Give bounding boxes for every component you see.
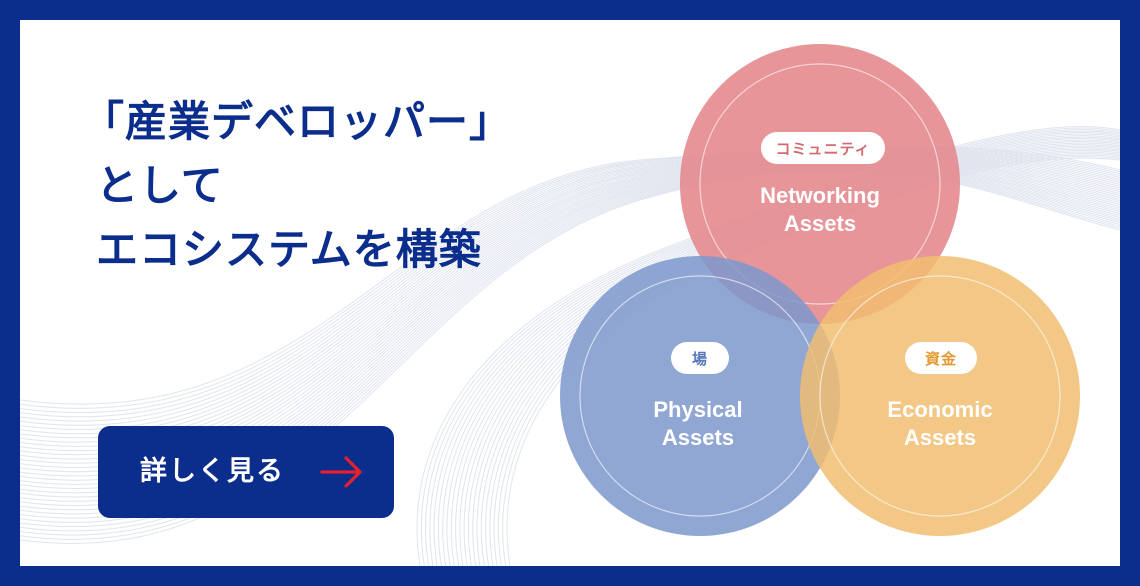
assets-venn-diagram: [560, 44, 1080, 536]
headline-line-1: 「産業デベロッパー」: [82, 97, 513, 146]
details-button-label: 詳しく見る: [140, 456, 285, 487]
wave-line: [20, 154, 1120, 452]
headline: 「産業デベロッパー」 として エコシステムを構築: [82, 90, 512, 282]
wave-line: [416, 126, 1120, 566]
wave-line: [442, 135, 1120, 566]
wave-line: [437, 133, 1120, 566]
details-button[interactable]: 詳しく見る: [98, 426, 394, 518]
wave-line: [425, 129, 1120, 566]
networking-assets-label-line-1: Networking: [760, 183, 880, 208]
physical-badge: 場: [671, 342, 729, 374]
wave-line: [429, 130, 1120, 566]
physical-assets-label-line-1: Physical: [653, 397, 743, 422]
physical-assets-label: Physical Assets: [588, 396, 808, 452]
economic-assets-label-line-2: Assets: [903, 425, 977, 450]
economic-assets-circle: [800, 256, 1080, 536]
headline-line-2: として: [96, 161, 224, 210]
economic-assets-label: Economic Assets: [830, 396, 1050, 452]
banner-panel: 「産業デベロッパー」 として エコシステムを構築 詳しく見る コミュニティ Ne…: [20, 20, 1120, 566]
wave-line: [20, 148, 1120, 422]
wave-line: [420, 127, 1120, 566]
networking-assets-inner-ring: [699, 63, 941, 305]
wave-line: [20, 154, 1120, 456]
networking-badge: コミュニティ: [761, 132, 885, 164]
wave-line: [433, 132, 1120, 566]
networking-assets-circle: [680, 44, 960, 324]
economic-assets-inner-ring: [819, 275, 1061, 517]
physical-assets-circle: [560, 256, 840, 536]
networking-assets-label: Networking Assets: [710, 182, 930, 238]
wave-line: [450, 138, 1120, 566]
economic-badge: 資金: [905, 342, 977, 374]
arrow-right-icon: [320, 456, 362, 488]
headline-line-3: エコシステムを構築: [96, 225, 482, 274]
wave-line: [20, 149, 1120, 426]
wave-line: [446, 136, 1120, 566]
decorative-wave-lines: [20, 126, 1120, 566]
physical-assets-label-line-2: Assets: [661, 425, 735, 450]
economic-assets-label-line-1: Economic: [887, 397, 993, 422]
networking-assets-label-line-2: Assets: [783, 211, 857, 236]
